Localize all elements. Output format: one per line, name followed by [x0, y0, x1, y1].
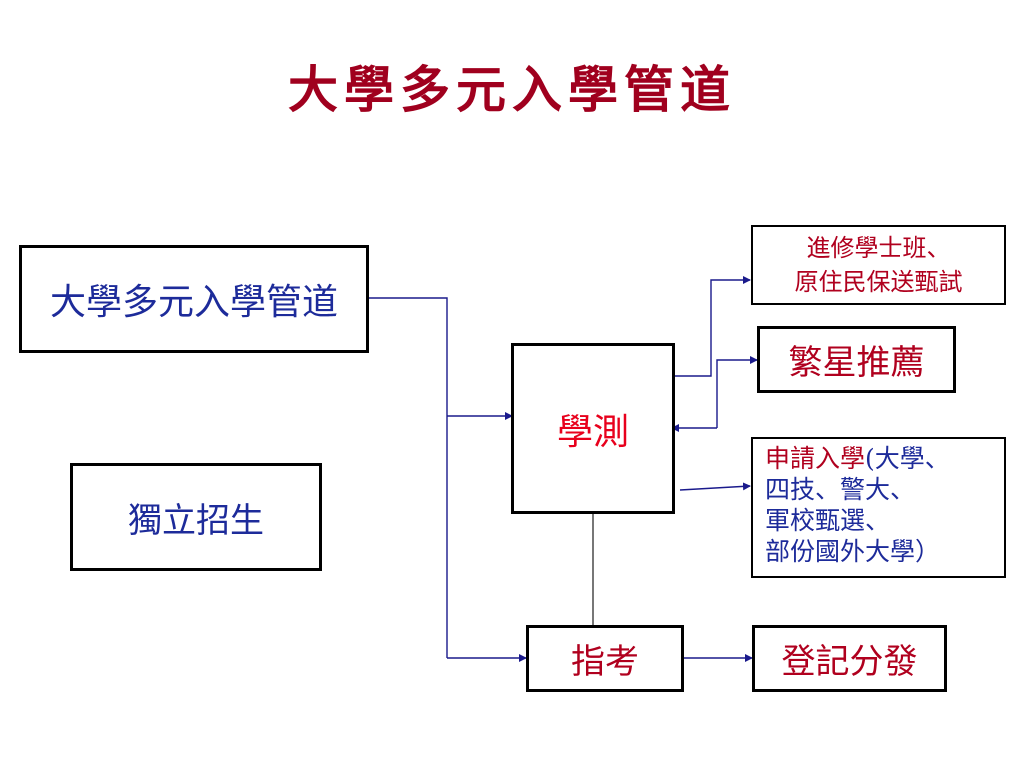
apply-label-line1: 申請入學(大學、 — [765, 443, 950, 474]
zhikao-label: 指考 — [571, 642, 639, 682]
connector-pathways-split — [368, 297, 448, 658]
apply-label-line4: 部份國外大學） — [765, 537, 941, 566]
xuece-box: 學測 — [511, 343, 675, 514]
independent-admission-label: 獨立招生 — [128, 500, 264, 541]
fanxing-box: 繁星推薦 — [757, 326, 956, 393]
register-label: 登記分發 — [781, 642, 918, 682]
jinxiu-label-line2: 原住民保送甄試 — [794, 268, 963, 296]
zhikao-box: 指考 — [526, 625, 684, 692]
independent-admission-box: 獨立招生 — [70, 463, 322, 571]
pathways-label: 大學多元入學管道 — [49, 282, 338, 323]
arrow-to-jinxiu — [673, 276, 751, 377]
fanxing-label: 繁星推薦 — [788, 343, 925, 383]
apply-label-head: 申請入學 — [765, 444, 866, 473]
apply-label-line3: 軍校甄選、 — [765, 506, 891, 535]
apply-box: 申請入學(大學、 四技、警大、 軍校甄選、 部份國外大學） — [751, 437, 1006, 578]
page-title: 大學多元入學管道 — [288, 60, 736, 119]
apply-label-line2: 四技、警大、 — [765, 475, 916, 504]
jinxiu-box: 進修學士班、 原住民保送甄試 — [751, 225, 1006, 305]
register-box: 登記分發 — [752, 625, 947, 692]
apply-label-rest: (大學、 — [865, 444, 950, 473]
arrow-to-apply — [679, 482, 751, 491]
jinxiu-label-line1: 進修學士班、 — [806, 234, 951, 262]
xuece-label: 學測 — [556, 411, 629, 453]
pathways-box: 大學多元入學管道 — [19, 245, 369, 353]
arrow-to-fanxing — [716, 356, 758, 428]
